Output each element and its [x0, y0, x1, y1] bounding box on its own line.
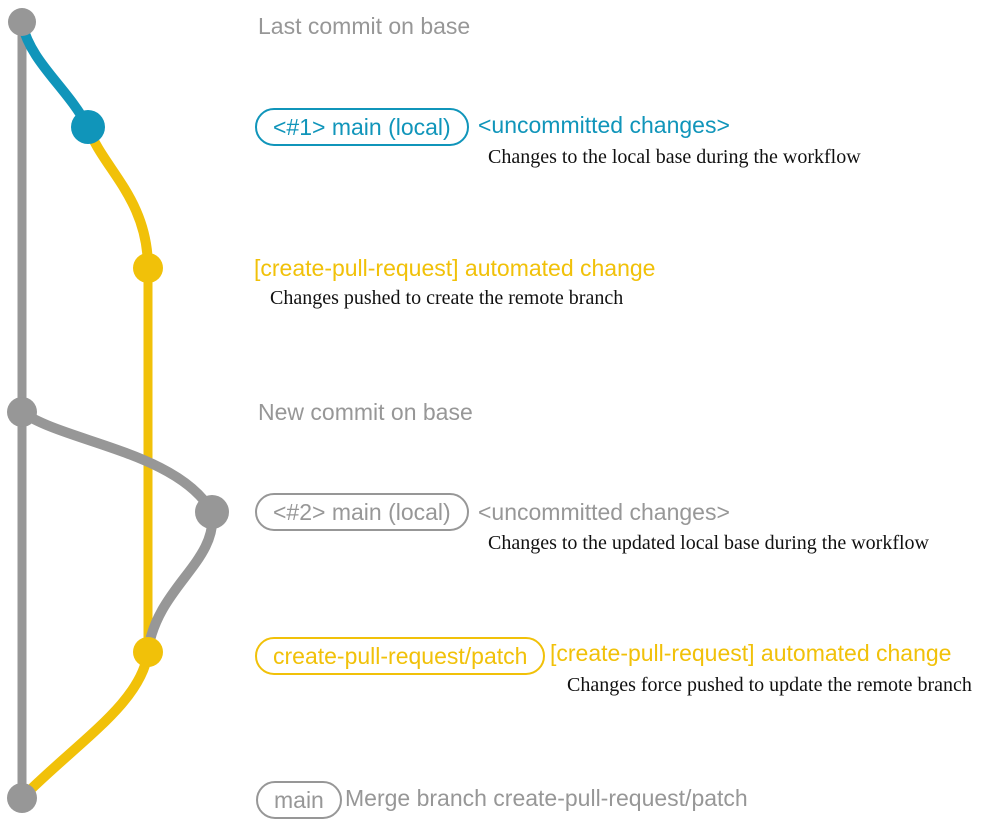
automated-change-label-2: [create-pull-request] automated change	[550, 640, 952, 666]
local-main-branch-curve-1	[17, 22, 93, 130]
uncommitted-changes-note-1: Changes to the local base during the wor…	[488, 146, 861, 168]
commit-dot-uncommitted-changes-2	[195, 495, 229, 529]
automated-change-label-1: [create-pull-request] automated change	[254, 255, 656, 281]
automated-change-note-2: Changes force pushed to update the remot…	[567, 674, 972, 696]
commit-dot-uncommitted-changes-1	[71, 110, 105, 144]
local-main-branch-curve-2a	[19, 407, 217, 515]
new-commit-on-base-label: New commit on base	[258, 399, 473, 425]
uncommitted-changes-label-1: <uncommitted changes>	[478, 112, 730, 138]
commit-dot-merge-commit	[7, 783, 37, 813]
branch-badge-main-local-1: <#1> main (local)	[255, 108, 469, 146]
commit-dot-new-commit-on-base	[7, 397, 37, 427]
automated-change-note-1: Changes pushed to create the remote bran…	[270, 287, 624, 309]
branch-badge-main: main	[256, 781, 342, 819]
local-main-branch-curve-2b	[143, 511, 218, 651]
commit-dot-last-commit-on-base	[8, 8, 36, 36]
last-commit-on-base-label: Last commit on base	[258, 13, 471, 39]
patch-branch-merge-curve	[20, 651, 153, 800]
commit-dot-automated-change-1	[133, 253, 163, 283]
patch-branch-create-curve	[83, 125, 153, 269]
branch-badge-main-local-2: <#2> main (local)	[255, 493, 469, 531]
commit-dot-automated-change-2	[133, 637, 163, 667]
merge-commit-label: Merge branch create-pull-request/patch	[345, 785, 748, 811]
uncommitted-changes-label-2: <uncommitted changes>	[478, 499, 730, 525]
uncommitted-changes-note-2: Changes to the updated local base during…	[488, 532, 929, 554]
branch-badge-patch: create-pull-request/patch	[255, 637, 546, 675]
